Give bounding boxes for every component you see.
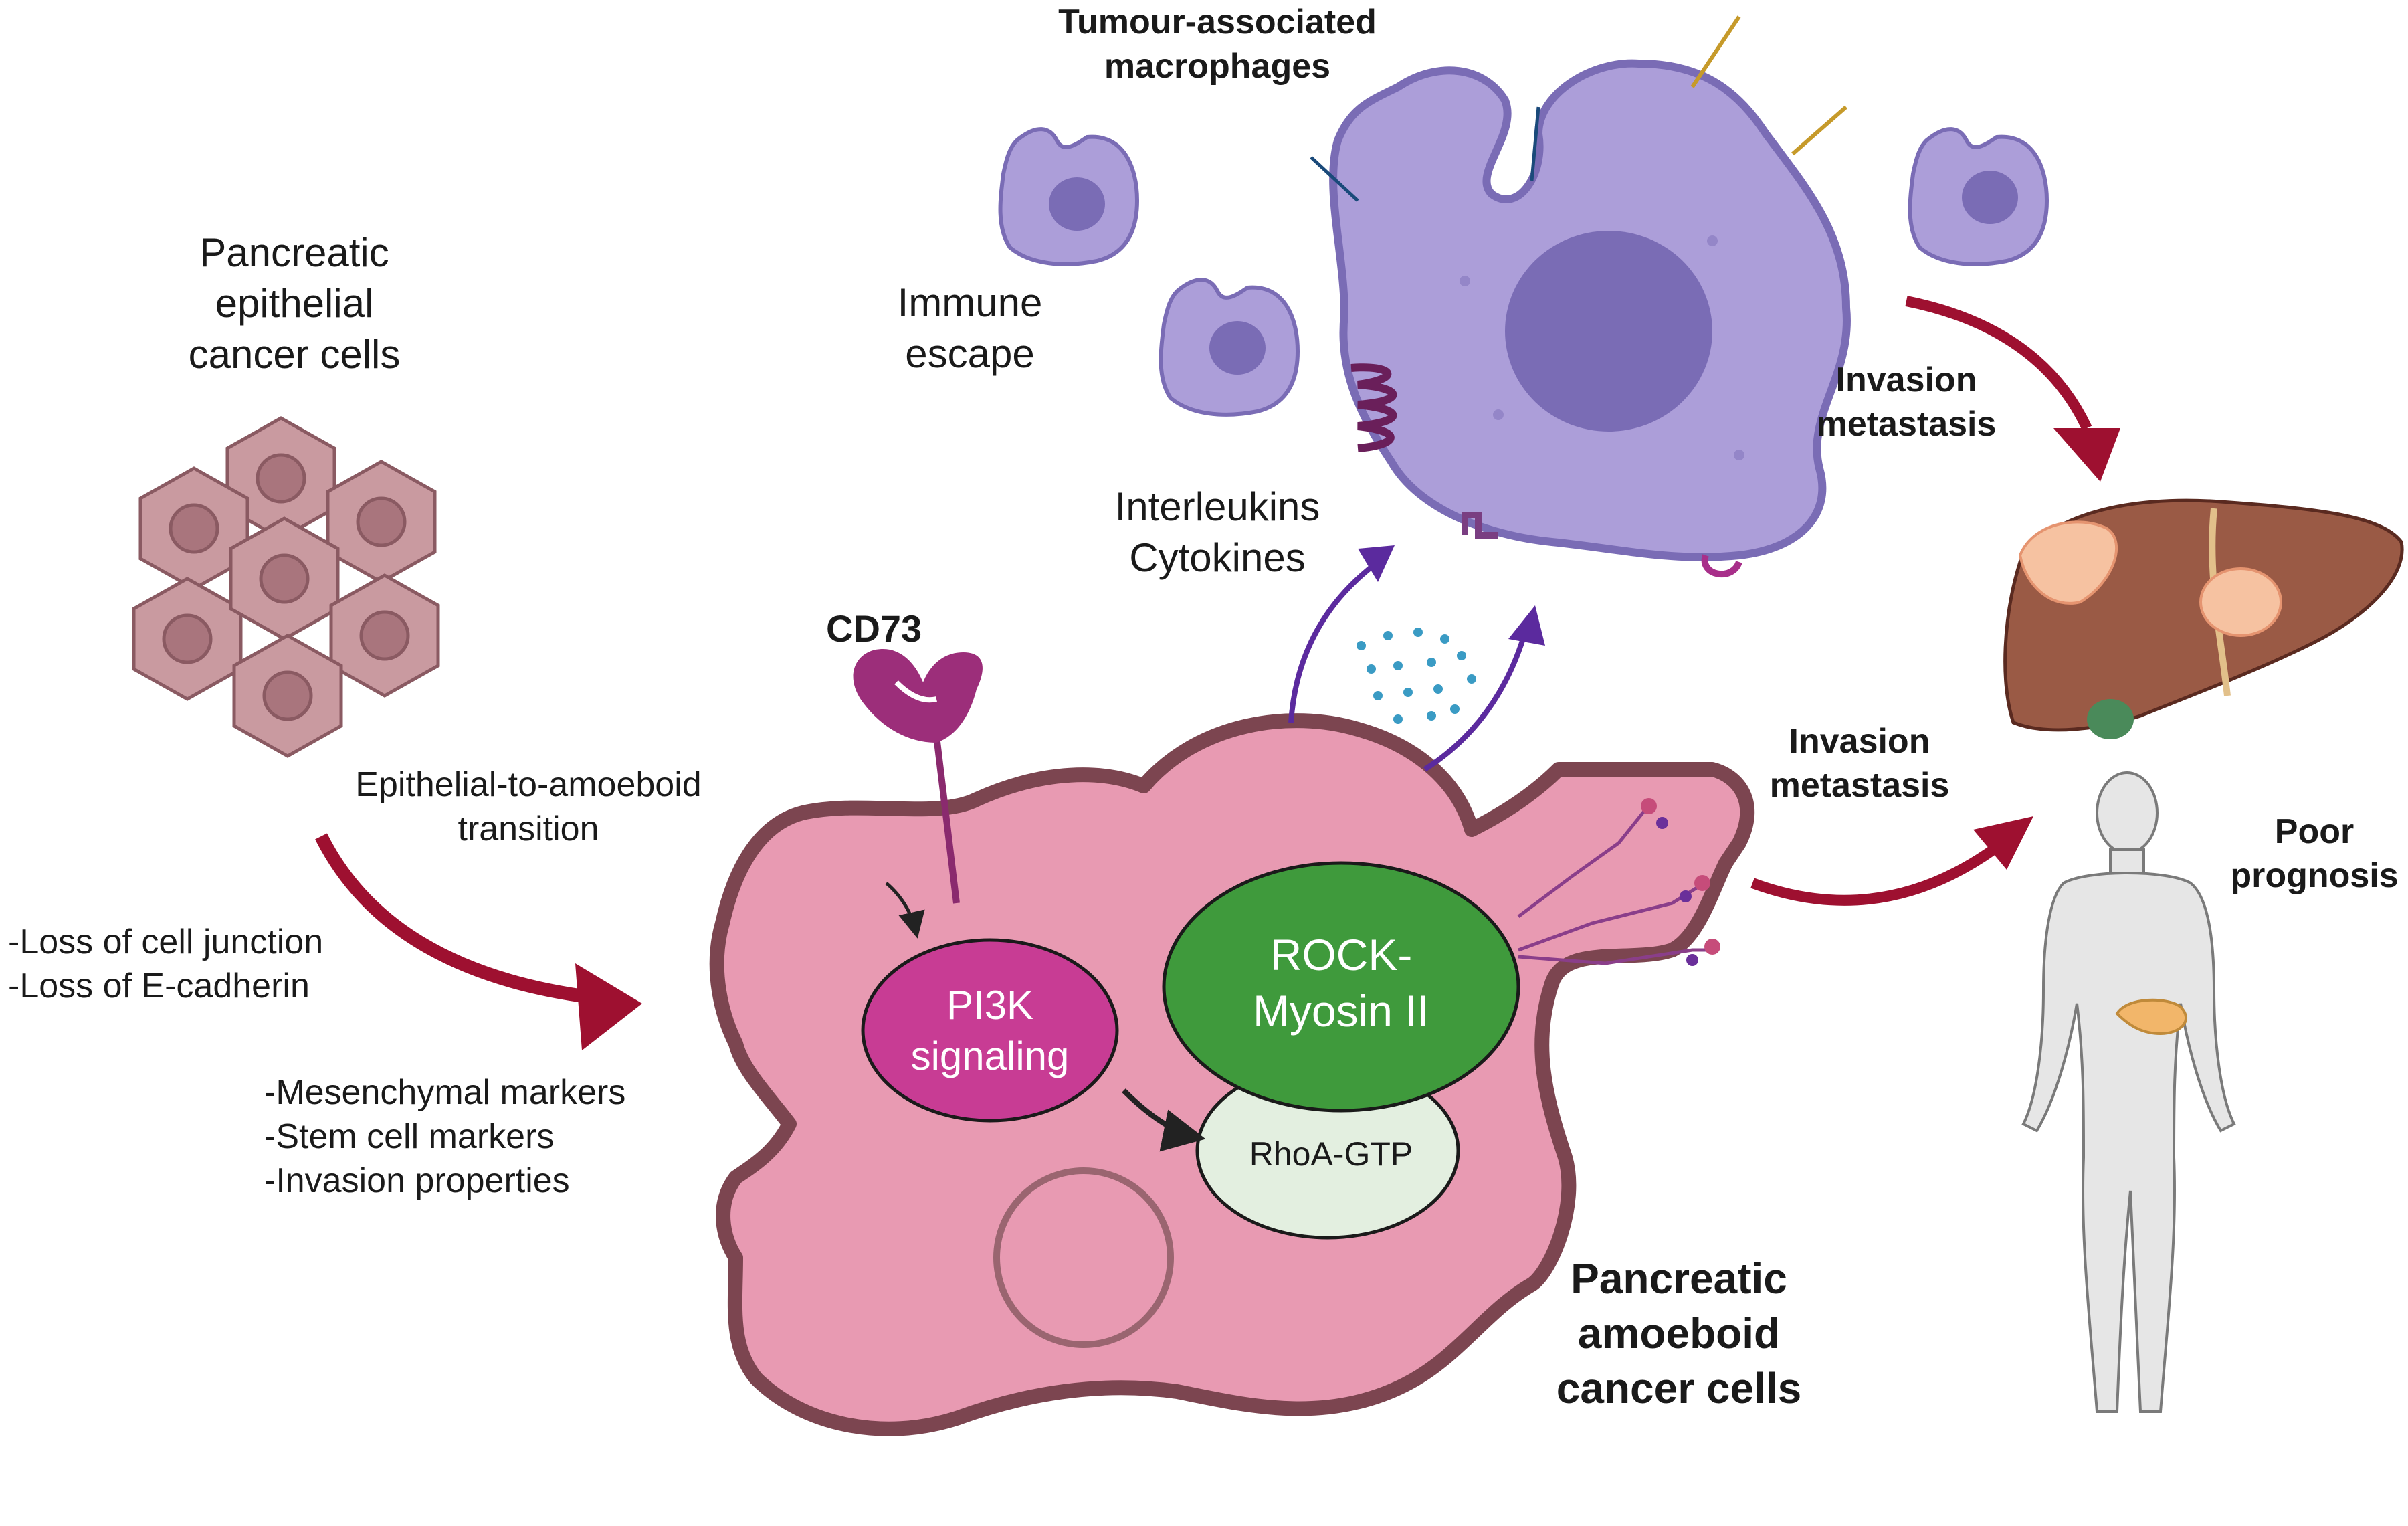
macrophage-small-3 bbox=[1908, 127, 2049, 266]
invasion-top-label: Invasion metastasis bbox=[1779, 358, 2033, 446]
transition-line1: Epithelial-to-amoeboid bbox=[355, 765, 702, 804]
cytokine-dots-icon bbox=[1357, 628, 1476, 724]
poor-prognosis-line1: Poor bbox=[2274, 812, 2354, 851]
cytokine-arrows bbox=[1288, 545, 1545, 772]
amoeboid-title-line2: amoeboid bbox=[1577, 1309, 1781, 1357]
pi3k-node bbox=[861, 938, 1119, 1123]
human-body-icon bbox=[2021, 771, 2236, 1413]
invasion-mid-line2: metastasis bbox=[1769, 766, 1950, 805]
poor-prognosis-line2: prognosis bbox=[2230, 856, 2399, 895]
invasion-mid-line1: Invasion bbox=[1789, 722, 1930, 761]
cd73-receptor-icon bbox=[853, 649, 983, 904]
rock-line2: Myosin II bbox=[1252, 986, 1430, 1036]
markers-item-3: -Invasion properties bbox=[264, 1161, 570, 1200]
actomyosin-filaments bbox=[1517, 798, 1720, 966]
pi3k-rhoa-arrow bbox=[1122, 1088, 1206, 1152]
rhoa-label: RhoA-GTP bbox=[1249, 1135, 1413, 1173]
immune-escape-line2: escape bbox=[905, 331, 1035, 376]
rock-label: ROCK- Myosin II bbox=[1177, 927, 1505, 1039]
markers-item-1: -Mesenchymal markers bbox=[264, 1073, 626, 1112]
tam-title-line2: macrophages bbox=[1104, 47, 1331, 86]
markers-item-2: -Stem cell markers bbox=[264, 1117, 555, 1156]
cd73-pi3k-arrow bbox=[885, 882, 925, 939]
macrophage-icon bbox=[1310, 15, 1851, 577]
macrophage-small-2 bbox=[1159, 278, 1300, 417]
immune-escape-line1: Immune bbox=[897, 280, 1043, 325]
transition-line2: transition bbox=[458, 809, 599, 848]
transition-label: Epithelial-to-amoeboid transition bbox=[294, 763, 763, 851]
loss-item-1: -Loss of cell junction bbox=[8, 923, 324, 961]
interleukins-label: Interleukins Cytokines bbox=[1090, 482, 1344, 583]
epithelial-title-line1: Pancreatic bbox=[199, 230, 389, 275]
tam-title: Tumour-associated macrophages bbox=[1003, 0, 1431, 88]
pi3k-line2: signaling bbox=[910, 1034, 1070, 1078]
invasion-arrow-mid bbox=[1750, 816, 2033, 906]
interleukins-line2: Cytokines bbox=[1129, 535, 1306, 580]
pi3k-line1: PI3K bbox=[946, 983, 1034, 1028]
epithelial-title-line2: epithelial bbox=[215, 281, 374, 326]
liver-icon bbox=[2003, 498, 2404, 739]
loss-item-2: -Loss of E-cadherin bbox=[8, 967, 310, 1006]
pi3k-label: PI3K signaling bbox=[870, 980, 1110, 1082]
amoeboid-title: Pancreatic amoeboid cancer cells bbox=[1512, 1251, 1846, 1416]
markers-list: -Mesenchymal markers -Stem cell markers … bbox=[264, 1070, 625, 1203]
interleukins-line1: Interleukins bbox=[1114, 484, 1320, 529]
immune-escape-label: Immune escape bbox=[870, 278, 1070, 379]
invasion-arrow-top bbox=[1905, 296, 2120, 482]
rock-line1: ROCK- bbox=[1270, 930, 1413, 979]
transition-arrow bbox=[315, 833, 642, 1050]
cell-cluster-icon bbox=[132, 416, 440, 758]
invasion-mid-label: Invasion metastasis bbox=[1732, 719, 1987, 807]
invasion-top-line1: Invasion bbox=[1835, 361, 1977, 399]
poor-prognosis-label: Poor prognosis bbox=[2227, 809, 2401, 898]
amoeboid-title-line1: Pancreatic bbox=[1571, 1254, 1787, 1303]
loss-list: -Loss of cell junction -Loss of E-cadher… bbox=[8, 920, 323, 1008]
epithelial-title: Pancreatic epithelial cancer cells bbox=[154, 227, 435, 380]
rock-node bbox=[1162, 861, 1520, 1113]
amoeboid-title-line3: cancer cells bbox=[1556, 1364, 1802, 1412]
cd73-label: CD73 bbox=[826, 607, 922, 650]
epithelial-title-line3: cancer cells bbox=[188, 332, 401, 377]
macrophage-small-1 bbox=[998, 127, 1140, 266]
invasion-top-line2: metastasis bbox=[1816, 405, 1997, 444]
tam-title-line1: Tumour-associated bbox=[1058, 3, 1377, 41]
